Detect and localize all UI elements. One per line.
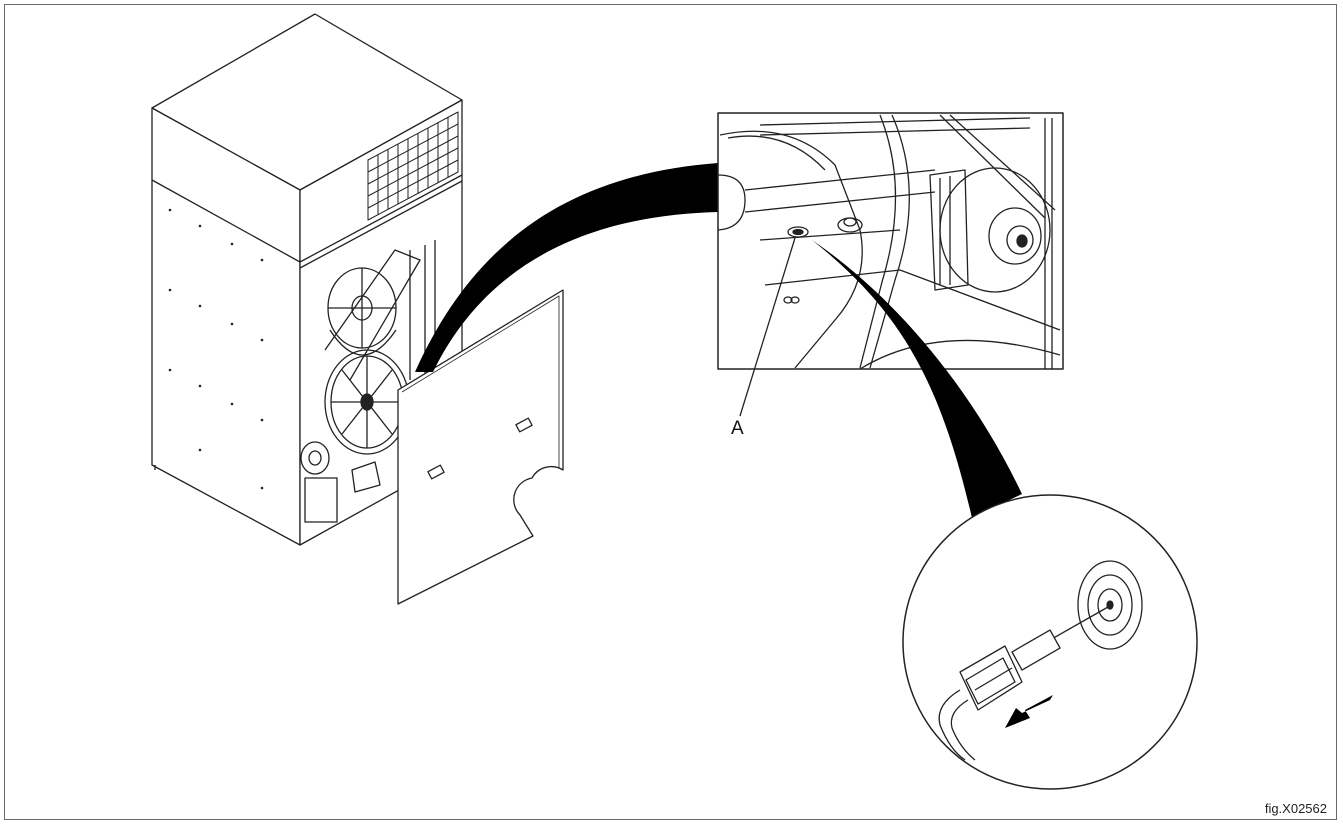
callout-arc-lower: [812, 240, 1022, 518]
grommet: [1077, 560, 1143, 650]
connector: [959, 645, 1023, 711]
pull-arrow-icon: [1005, 695, 1053, 728]
upper-pulley: [327, 267, 397, 356]
vent-grille: [367, 111, 459, 221]
sensor-a: [787, 226, 809, 238]
zoom-circle: [902, 494, 1198, 790]
motor: [300, 441, 381, 523]
detail-view: [717, 112, 1064, 370]
figure-frame: [4, 4, 1337, 820]
removed-back-panel: [397, 289, 564, 605]
callout-label-a: A: [731, 418, 744, 439]
machine-cabinet: [151, 13, 463, 546]
drive-wheel: [324, 349, 410, 455]
callout-arc-upper: [415, 163, 718, 372]
leader-line-a: [739, 237, 796, 417]
figure-id: fig.X02562: [1264, 801, 1327, 816]
